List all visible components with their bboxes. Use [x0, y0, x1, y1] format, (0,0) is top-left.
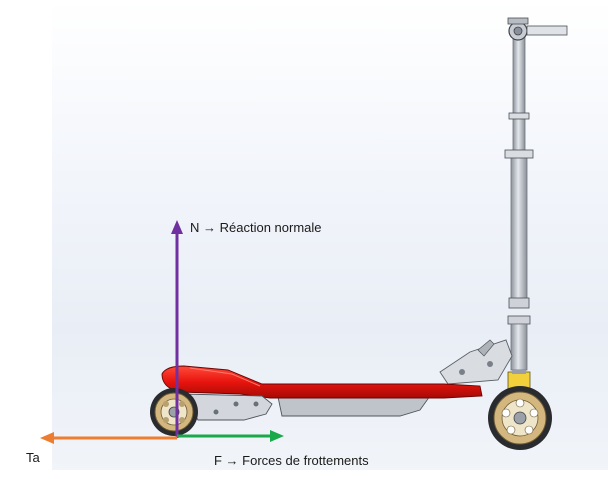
ta-force-label: Ta: [26, 450, 40, 465]
deck: [161, 365, 483, 399]
folding-hinge: [439, 339, 513, 385]
friction-force-arrow: [177, 430, 284, 442]
rear-bracket: [181, 393, 273, 421]
steering-column: [504, 35, 534, 371]
deck-chassis: [277, 395, 431, 417]
ta-force-arrow: [40, 432, 177, 444]
normal-force-label: N → Réaction normale: [190, 220, 322, 235]
handlebar: [507, 17, 568, 41]
friction-force-label: F → Forces de frottements: [214, 453, 369, 468]
front-wheel: [488, 386, 552, 450]
normal-force-arrow: [171, 220, 183, 438]
rear-wheel: [150, 388, 198, 436]
